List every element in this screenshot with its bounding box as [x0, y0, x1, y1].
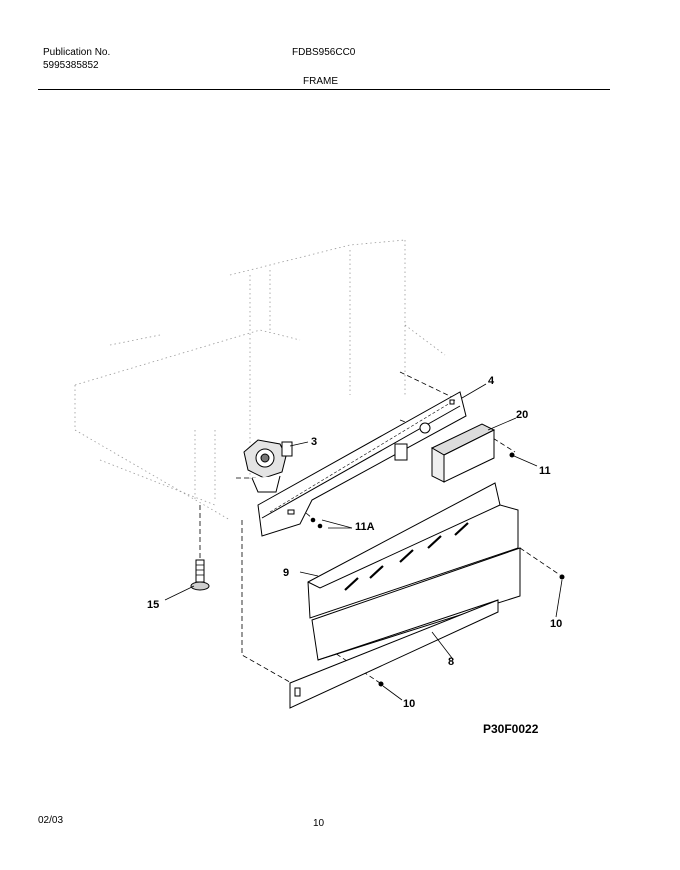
tub-outline — [74, 239, 446, 521]
section-title: FRAME — [303, 76, 338, 87]
part-20-box — [430, 423, 496, 483]
part-15-leg — [190, 559, 210, 591]
callout-3: 3 — [311, 436, 317, 448]
header-rule — [38, 89, 610, 90]
callout-10-bottom: 10 — [403, 698, 415, 710]
callout-9: 9 — [283, 567, 289, 579]
footer-date: 02/03 — [38, 815, 64, 826]
callout-15: 15 — [147, 599, 159, 611]
page-number: 10 — [313, 818, 325, 829]
callout-10-right: 10 — [550, 618, 562, 630]
publication-number: 5995385852 — [43, 60, 99, 71]
publication-label: Publication No. — [43, 47, 111, 58]
figure-code: P30F0022 — [483, 722, 539, 736]
part-8-toekick-lower — [289, 547, 521, 709]
leader-lines — [164, 383, 563, 701]
part-4-bracket — [257, 391, 467, 537]
part-3-solenoid — [243, 439, 293, 493]
screws — [310, 452, 565, 687]
callout-4: 4 — [488, 375, 495, 387]
callout-20: 20 — [516, 409, 528, 421]
part-9-toekick-upper — [307, 482, 519, 619]
callout-11a: 11A — [355, 521, 375, 533]
model-number: FDBS956CC0 — [292, 47, 356, 58]
callout-11: 11 — [539, 465, 551, 477]
callout-8: 8 — [448, 656, 454, 668]
